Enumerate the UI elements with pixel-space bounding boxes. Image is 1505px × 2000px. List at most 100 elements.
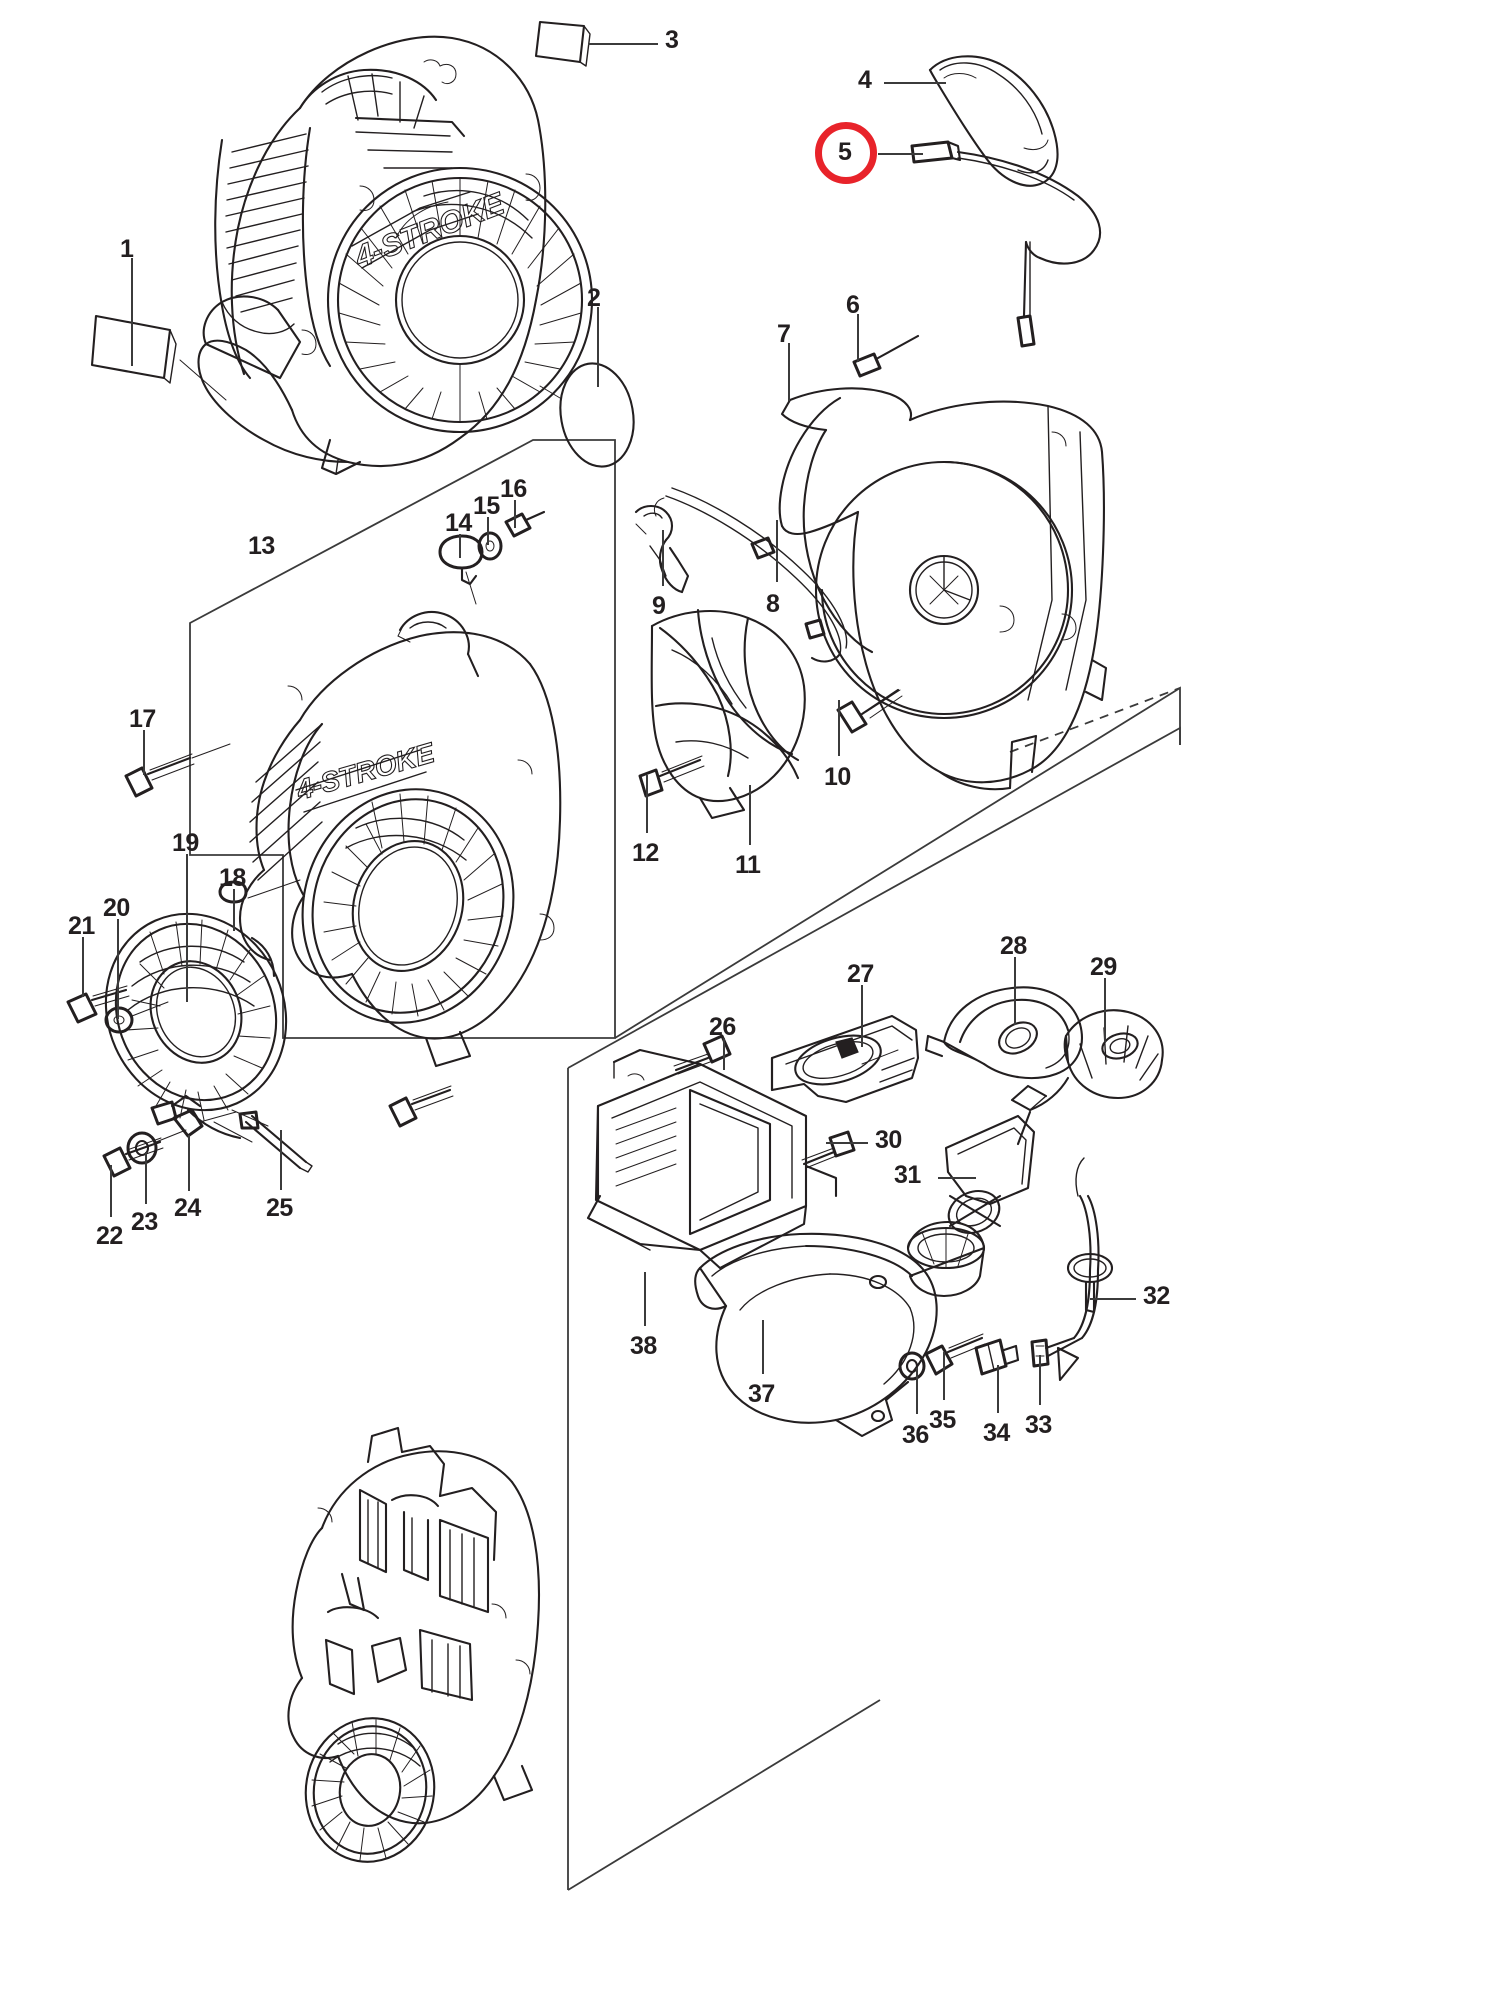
part-15-washer xyxy=(477,531,503,561)
part-8-throttle-cable xyxy=(653,487,848,663)
leader-11 xyxy=(749,785,751,845)
part-37-fuel-tank xyxy=(694,1220,986,1438)
part-21-bolt xyxy=(66,985,130,1024)
callout-35: 35 xyxy=(929,1406,956,1434)
part-23-washer xyxy=(126,1129,187,1165)
leader-6 xyxy=(857,314,859,362)
recoil-fins xyxy=(338,177,582,423)
part-6-screw xyxy=(852,334,920,378)
part-9-throttle-lever xyxy=(634,504,690,594)
assembly-boundary-air-cleaner xyxy=(567,726,1181,1891)
callout-18: 18 xyxy=(219,864,246,892)
part-12-bolt xyxy=(638,755,705,798)
part-16-screw xyxy=(504,510,546,538)
callout-27: 27 xyxy=(847,960,874,988)
engine-body-center: 4-STROKE xyxy=(238,610,562,1068)
leader-10 xyxy=(838,700,840,756)
leader-35 xyxy=(943,1352,945,1400)
leader-4 xyxy=(884,82,946,84)
leader-19 xyxy=(186,854,188,1002)
callout-11: 11 xyxy=(735,851,761,879)
leader-23 xyxy=(145,1152,147,1204)
highlight-ring-part-5 xyxy=(815,122,877,184)
callout-5: 5 xyxy=(838,138,852,166)
leader-33 xyxy=(1039,1355,1041,1405)
part-38-air-cleaner xyxy=(586,1048,838,1270)
part-3-pad xyxy=(534,20,591,67)
leader-36 xyxy=(916,1368,918,1414)
callout-32: 32 xyxy=(1143,1282,1170,1310)
callout-21: 21 xyxy=(68,912,95,940)
leader-21 xyxy=(82,937,84,997)
callout-30: 30 xyxy=(875,1126,902,1154)
leader-20 xyxy=(117,919,119,1019)
leader-29 xyxy=(1104,978,1106,1042)
part-31-retainer xyxy=(944,1114,1036,1234)
callout-13: 13 xyxy=(248,532,275,560)
callout-3: 3 xyxy=(665,26,679,54)
callout-1: 1 xyxy=(120,235,134,263)
leader-26 xyxy=(723,1038,725,1070)
leader-18 xyxy=(233,889,235,931)
part-2-gasket xyxy=(539,362,635,468)
callout-29: 29 xyxy=(1090,953,1117,981)
assembly-boundary-fan-housing xyxy=(614,686,1181,1039)
callout-20: 20 xyxy=(103,894,130,922)
callout-2: 2 xyxy=(587,284,601,312)
callout-16: 16 xyxy=(500,475,527,503)
part-14-leader-art xyxy=(465,571,477,605)
callout-33: 33 xyxy=(1025,1411,1052,1439)
part-26-screw xyxy=(673,1034,732,1075)
callout-17: 17 xyxy=(129,705,156,733)
callout-14: 14 xyxy=(445,509,472,537)
callout-4: 4 xyxy=(858,66,872,94)
leader-31 xyxy=(938,1177,976,1179)
callout-31: 31 xyxy=(894,1161,921,1189)
leader-1 xyxy=(131,258,133,366)
engine-body-upper: 4-STROKE xyxy=(197,35,594,476)
leader-3 xyxy=(588,43,658,45)
center-recoil-fins xyxy=(323,793,504,1017)
leader-15 xyxy=(487,517,489,545)
leader-30 xyxy=(826,1142,868,1144)
part-25-rod xyxy=(238,1110,313,1173)
part-29-fuel-cap xyxy=(1010,1009,1164,1146)
part-11-impeller xyxy=(650,608,806,820)
callout-26: 26 xyxy=(709,1013,736,1041)
callout-28: 28 xyxy=(1000,932,1027,960)
leader-22 xyxy=(110,1165,112,1217)
callout-34: 34 xyxy=(983,1419,1010,1447)
part-14-collar xyxy=(438,534,484,586)
leader-14 xyxy=(459,534,461,558)
callout-24: 24 xyxy=(174,1194,201,1222)
callout-38: 38 xyxy=(630,1332,657,1360)
leader-37 xyxy=(762,1320,764,1374)
engine-body-bottom xyxy=(287,1426,541,1863)
part-20-nut xyxy=(104,1001,169,1034)
callout-22: 22 xyxy=(96,1222,123,1250)
callout-10: 10 xyxy=(824,763,851,791)
leader-28 xyxy=(1014,957,1016,1025)
leader-8 xyxy=(776,520,778,582)
leader-16 xyxy=(514,500,516,528)
leader-12 xyxy=(646,775,648,833)
part-5-switch xyxy=(910,140,1102,348)
leader-34 xyxy=(997,1365,999,1413)
leader-7 xyxy=(788,343,790,401)
leader-38 xyxy=(644,1272,646,1326)
part-7-fan-housing xyxy=(778,387,1108,791)
leader-25 xyxy=(280,1130,282,1190)
leader-24 xyxy=(188,1135,190,1191)
leader-32 xyxy=(1090,1298,1136,1300)
part-30-screw xyxy=(801,1130,856,1169)
callout-19: 19 xyxy=(172,829,199,857)
callout-9: 9 xyxy=(652,592,666,620)
part-19-flywheel xyxy=(104,912,288,1143)
callout-23: 23 xyxy=(131,1208,158,1236)
part-34-fuel-filter xyxy=(974,1338,1020,1376)
part-17-bolt xyxy=(124,743,231,798)
callout-12: 12 xyxy=(632,839,659,867)
part-28-cap-seat xyxy=(924,986,1083,1080)
